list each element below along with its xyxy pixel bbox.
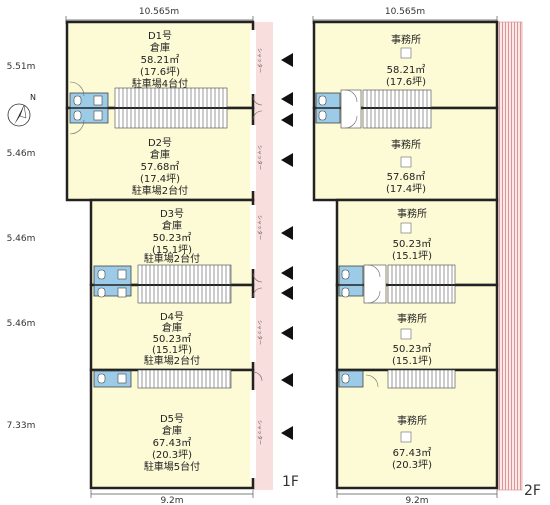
arrow-icon: [281, 113, 293, 127]
arrow-icon: [281, 226, 293, 240]
office-5-tsubo: (20.3坪): [392, 458, 432, 471]
toilets-2f: [315, 89, 387, 388]
d1-name: D1号: [148, 30, 172, 42]
floor-label-2f: 2F: [524, 483, 541, 499]
d2-use: 倉庫: [150, 148, 170, 161]
d3-tsubo: (15.1坪): [152, 243, 192, 256]
height-label-3: 5.46m: [7, 234, 36, 244]
floor-2: 10.565m 9.2m: [312, 7, 541, 505]
staircase-2f-mid: [387, 264, 456, 304]
office-1-tsubo: (17.6坪): [386, 75, 426, 88]
d5-area: 67.43㎡: [153, 437, 192, 449]
d5-use: 倉庫: [162, 424, 182, 437]
width-bottom-1f: 9.2m: [160, 496, 183, 505]
arrow-icon: [281, 286, 293, 300]
d3-name: D3号: [160, 208, 184, 220]
height-label-2: 5.46m: [7, 149, 36, 159]
arrow-icon: [281, 153, 293, 167]
office-5-area: 67.43㎡: [393, 447, 432, 459]
arrow-icon: [281, 92, 293, 106]
compass-label: N: [30, 93, 36, 102]
d2-tsubo: (17.4坪): [140, 172, 180, 185]
d3-area: 50.23㎡: [153, 232, 192, 244]
d1-parking: 駐車場4台付: [132, 77, 188, 90]
floor-label-1f: 1F: [282, 474, 299, 490]
entry-arrows: [281, 53, 293, 440]
office-4-area: 50.23㎡: [393, 343, 432, 355]
d1-area: 58.21㎡: [141, 54, 180, 66]
d3-use: 倉庫: [162, 219, 182, 232]
arrow-icon: [281, 426, 293, 440]
shutters-1f: シャッター シャッター シャッター シャッター シャッター: [250, 30, 263, 478]
d4-parking: 駐車場2台付: [144, 354, 200, 367]
office-5-use: 事務所: [397, 414, 427, 427]
width-top-2f: 10.565m: [385, 7, 425, 17]
d3-parking: 駐車場2台付: [144, 252, 200, 265]
shutter-label-d1: シャッター: [256, 48, 263, 73]
height-label-5: 7.33m: [7, 421, 36, 431]
d2-parking: 駐車場2台付: [132, 184, 188, 197]
d2-name: D2号: [148, 137, 172, 149]
office-2-use: 事務所: [391, 138, 421, 151]
d1-use: 倉庫: [150, 41, 170, 54]
d2-area: 57.68㎡: [141, 161, 180, 173]
staircase-2f-bottom: [387, 369, 456, 389]
width-top-1f: 10.565m: [139, 7, 179, 17]
d1-tsubo: (17.6坪): [140, 65, 180, 78]
arrow-icon: [281, 326, 293, 340]
office-3-area: 50.23㎡: [393, 238, 432, 250]
staircase-2f-top: [362, 89, 432, 129]
height-label-4: 5.46m: [7, 319, 36, 329]
office-2-area: 57.68㎡: [387, 171, 426, 183]
arrow-icon: [281, 373, 293, 387]
office-4-use: 事務所: [397, 312, 427, 325]
d5-parking: 駐車場5台付: [144, 460, 200, 473]
toilets-1f: [69, 81, 132, 388]
shutter-label-d3: シャッター: [256, 215, 263, 240]
balcony: [496, 21, 523, 491]
office-2-tsubo: (17.4坪): [386, 182, 426, 195]
d4-use: 倉庫: [162, 321, 182, 334]
parking-strip: [253, 22, 273, 490]
office-1-area: 58.21㎡: [387, 64, 426, 76]
office-1-use: 事務所: [391, 33, 421, 46]
office-3-tsubo: (15.1坪): [392, 249, 432, 262]
d4-area: 50.23㎡: [153, 333, 192, 345]
shutter-label-d5: シャッター: [256, 420, 263, 445]
shutter-label-d4: シャッター: [256, 320, 263, 345]
width-bottom-2f: 9.2m: [405, 496, 428, 505]
height-label-1: 5.51m: [7, 62, 36, 72]
shutter-label-d2: シャッター: [256, 145, 263, 170]
arrow-icon: [281, 266, 293, 280]
d4-name: D4号: [160, 311, 184, 323]
room-symbols-2f: [400, 47, 412, 443]
d4-tsubo: (15.1坪): [152, 343, 192, 356]
staircase-1f-mid: [137, 264, 232, 304]
floor-1: 10.565m 9.2m: [7, 7, 299, 505]
office-3-use: 事務所: [397, 207, 427, 220]
staircase-1f-top: [114, 87, 228, 129]
arrow-icon: [281, 53, 293, 67]
d5-name: D5号: [160, 413, 184, 425]
compass: N: [7, 93, 36, 127]
staircase-1f-bottom: [137, 369, 232, 389]
office-4-tsubo: (15.1坪): [392, 354, 432, 367]
d5-tsubo: (20.3坪): [152, 448, 192, 461]
